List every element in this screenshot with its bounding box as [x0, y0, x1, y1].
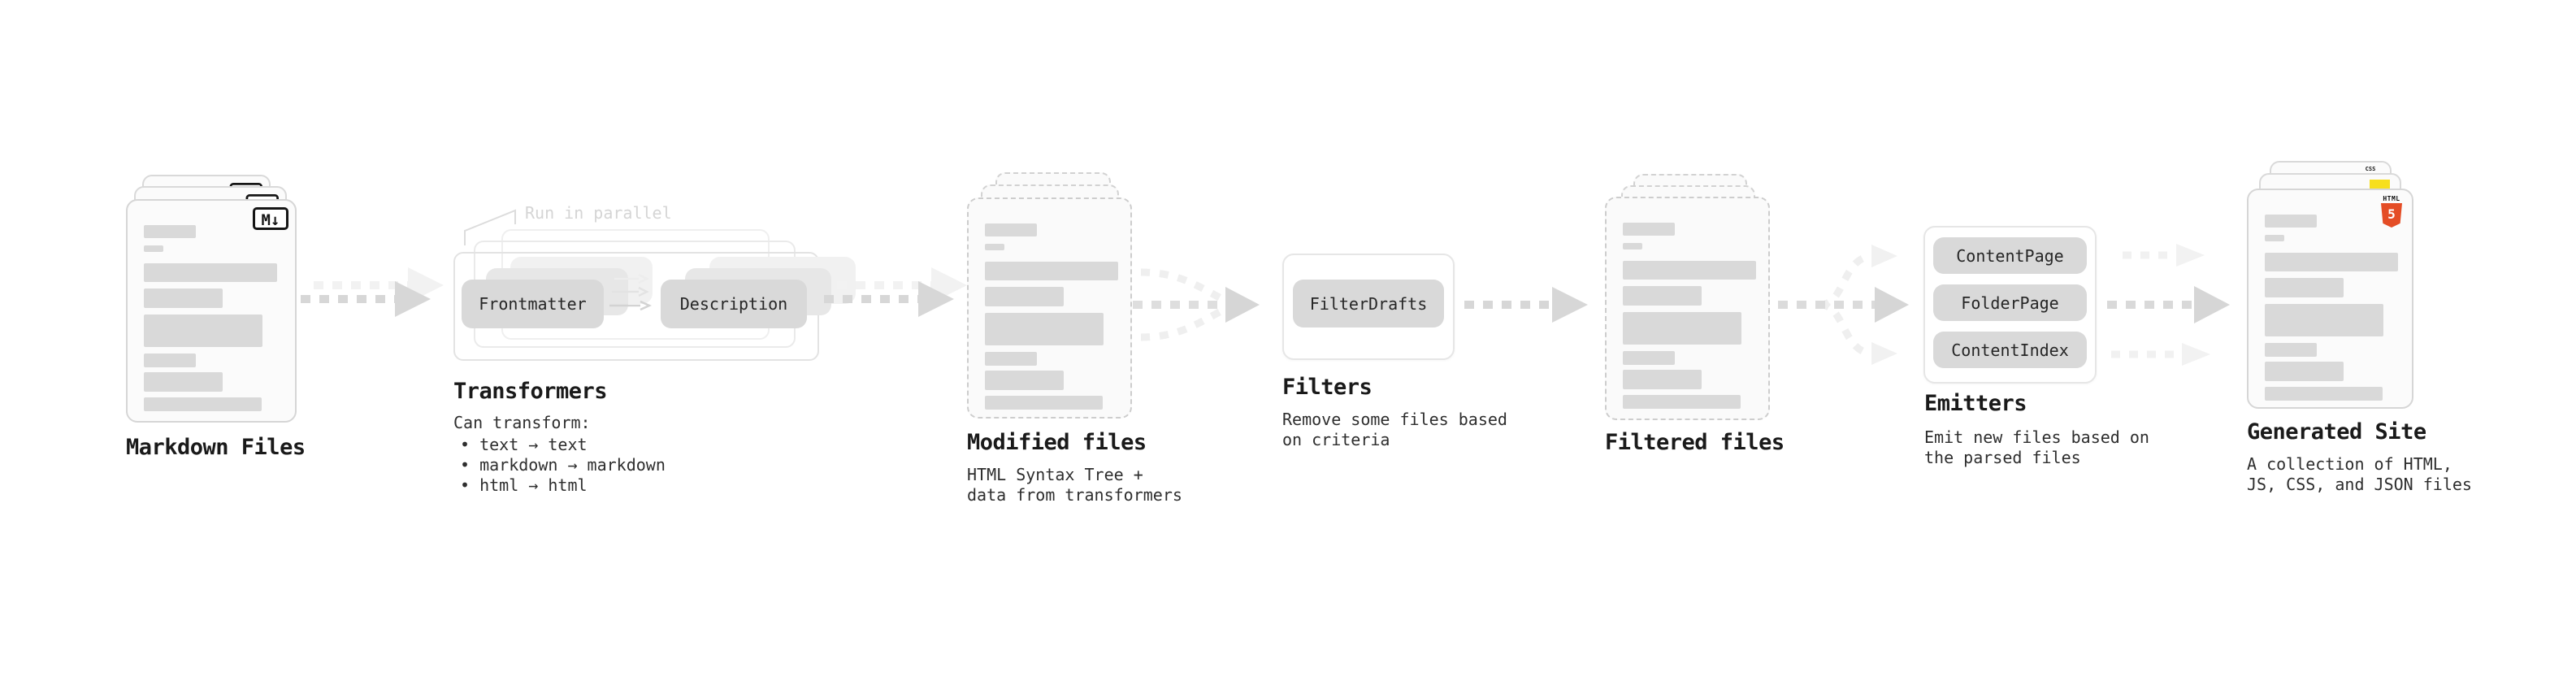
contentpage-pill: ContentPage — [1933, 237, 2087, 274]
text-line-bar — [985, 352, 1037, 366]
text-line-bar — [1623, 312, 1741, 345]
arrow-modified-to-filters — [1133, 268, 1260, 341]
text-line-bar — [144, 397, 262, 411]
text-line-bar — [985, 396, 1103, 410]
transformers-description-title: Can transform: — [453, 413, 591, 432]
filtered-files-label: Filtered files — [1605, 430, 1785, 455]
text-line-bar — [2265, 387, 2383, 401]
emitters-description: the parsed files — [1924, 448, 2081, 467]
filters-description: Remove some files based — [1282, 410, 1507, 429]
text-line-bar — [2265, 304, 2383, 336]
modified-files-label: Modified files — [967, 430, 1147, 455]
text-line-bar — [1623, 243, 1642, 249]
text-line-bar — [1623, 395, 1741, 409]
generated-site-description: A collection of HTML, — [2247, 454, 2452, 474]
folderpage-pill: FolderPage — [1933, 284, 2087, 321]
text-line-bar — [144, 245, 163, 252]
markdown-document-card: M↓ — [126, 199, 297, 423]
contentindex-pill: ContentIndex — [1933, 332, 2087, 368]
html5-icon-shield: 5 — [2381, 203, 2402, 228]
filtered-document-card — [1605, 197, 1770, 420]
html5-icon: HTML 5 — [2379, 195, 2404, 228]
text-line-bar — [1623, 223, 1675, 236]
filters-description: on criteria — [1282, 430, 1390, 449]
text-line-bar — [985, 371, 1064, 390]
generated-site-description: JS, CSS, and JSON files — [2247, 475, 2472, 494]
text-line-bar — [2265, 278, 2344, 297]
transform-bullet: • html → html — [460, 475, 588, 495]
css-badge-label: CSS — [2365, 166, 2376, 172]
text-line-bar — [1623, 286, 1702, 306]
frontmatter-pill: Frontmatter — [462, 280, 604, 328]
text-line-bar — [985, 244, 1004, 250]
text-line-bar — [144, 372, 223, 392]
modified-files-description: data from transformers — [967, 485, 1182, 505]
text-line-bar — [985, 313, 1104, 345]
text-line-bar — [144, 314, 262, 347]
annotation-leader-line — [464, 209, 516, 245]
text-line-bar — [1623, 351, 1675, 365]
arrow-filtered-to-emitters — [1778, 245, 1909, 365]
js-badge — [2370, 180, 2390, 189]
document-content-lines — [144, 225, 277, 411]
document-content-lines — [2265, 215, 2398, 401]
description-pill: Description — [661, 280, 807, 328]
text-line-bar — [144, 263, 277, 282]
document-content-lines — [985, 223, 1118, 410]
transform-mini-arrows — [609, 273, 653, 311]
text-line-bar — [2265, 215, 2317, 228]
text-line-bar — [1623, 261, 1756, 280]
text-line-bar — [2265, 253, 2398, 271]
generated-site-document-card: HTML 5 — [2247, 189, 2413, 409]
arrow-transformers-to-modified — [824, 267, 967, 317]
transform-bullet: • markdown → markdown — [460, 455, 666, 475]
parallel-annotation: Run in parallel — [525, 203, 672, 223]
text-line-bar — [144, 354, 196, 367]
text-line-bar — [2265, 235, 2284, 241]
text-line-bar — [144, 225, 196, 238]
emitters-description: Emit new files based on — [1924, 427, 2149, 447]
html5-icon-label: HTML — [2383, 195, 2400, 202]
text-line-bar — [1623, 370, 1702, 389]
markdown-icon: M↓ — [253, 207, 288, 230]
transform-bullet: • text → text — [460, 435, 588, 454]
text-line-bar — [2265, 362, 2344, 381]
modified-document-card — [967, 197, 1132, 419]
document-content-lines — [1623, 223, 1756, 409]
markdown-files-label: Markdown Files — [126, 435, 306, 460]
emitters-label: Emitters — [1924, 391, 2027, 416]
text-line-bar — [2265, 343, 2317, 357]
filters-label: Filters — [1282, 375, 1373, 400]
generated-site-label: Generated Site — [2247, 419, 2426, 445]
arrow-emitters-to-generated — [2107, 244, 2230, 366]
filterdrafts-pill: FilterDrafts — [1293, 280, 1444, 327]
text-line-bar — [985, 223, 1037, 236]
arrow-filters-to-filtered — [1464, 287, 1588, 323]
transformers-label: Transformers — [453, 379, 608, 404]
arrow-markdown-to-transformers — [301, 267, 444, 317]
text-line-bar — [985, 287, 1064, 306]
text-line-bar — [985, 262, 1118, 280]
text-line-bar — [144, 288, 223, 308]
modified-files-description: HTML Syntax Tree + — [967, 465, 1143, 484]
